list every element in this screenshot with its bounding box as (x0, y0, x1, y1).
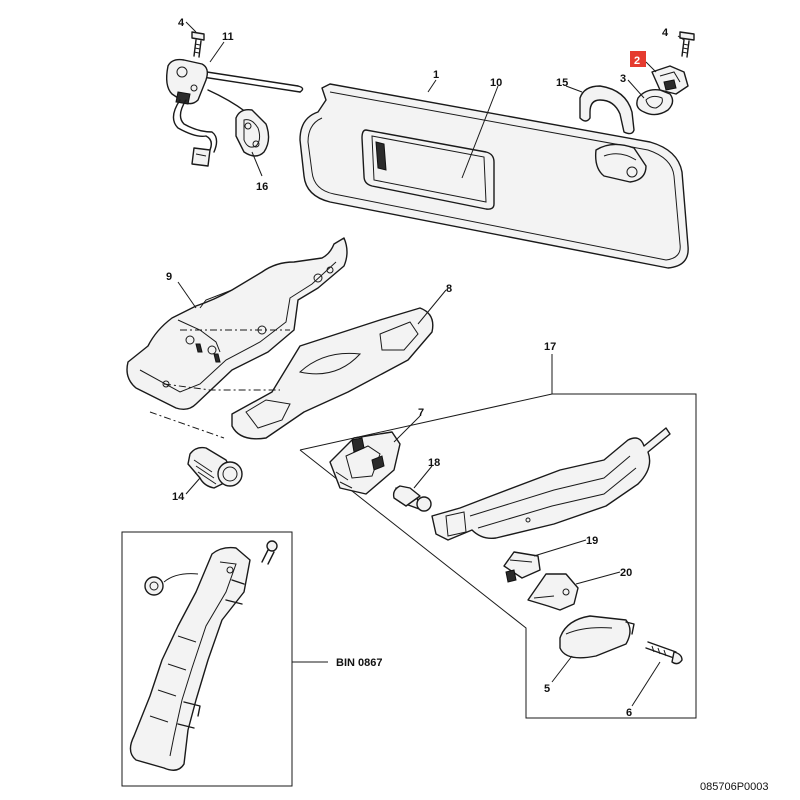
handle-screw-6[interactable] (645, 641, 683, 665)
callout-6[interactable]: 6 (626, 707, 632, 719)
grab-handle[interactable] (431, 427, 671, 541)
callout-10[interactable]: 10 (490, 77, 502, 89)
callouts: 4 11 1 10 15 3 2 4 16 9 8 17 7 18 14 19 … (166, 17, 769, 793)
callout-9[interactable]: 9 (166, 271, 172, 283)
callout-20[interactable]: 20 (620, 567, 632, 579)
visor-retaining-clip[interactable] (579, 85, 635, 135)
bin-nut[interactable] (144, 573, 199, 596)
handle-bush-18[interactable] (392, 485, 432, 512)
callout-4-left[interactable]: 4 (178, 17, 185, 29)
grab-handle-assembly (299, 393, 697, 719)
callout-8[interactable]: 8 (446, 283, 452, 295)
screw-4-left[interactable] (191, 31, 205, 58)
visor-clip-seal-3[interactable] (636, 88, 674, 116)
visor-rod[interactable] (193, 69, 299, 87)
bin-handle-rail[interactable] (129, 546, 251, 771)
handle-bracket-group (126, 237, 434, 440)
callout-11[interactable]: 11 (222, 31, 234, 43)
callout-15[interactable]: 15 (556, 77, 568, 89)
callout-1[interactable]: 1 (433, 69, 439, 81)
bin-label[interactable]: BIN 0867 (336, 657, 382, 669)
sun-visor-group (165, 31, 695, 269)
callout-17[interactable]: 17 (544, 341, 556, 353)
callout-2[interactable]: 2 (634, 55, 640, 67)
highlight-box (630, 51, 646, 67)
bin-box (121, 531, 328, 787)
drawing-reference: 085706P0003 (700, 781, 769, 793)
callout-2-highlight[interactable]: 2 (630, 51, 646, 67)
handle-cover-5[interactable] (559, 615, 635, 659)
handle-screw-14[interactable] (187, 446, 243, 489)
visor-mount-bezel[interactable] (235, 108, 270, 157)
callout-5[interactable]: 5 (544, 683, 550, 695)
handle-bracket-20[interactable] (527, 573, 579, 611)
leader-lines (177, 21, 685, 707)
screw-4-right[interactable] (679, 31, 695, 58)
vanity-mirror[interactable] (361, 129, 495, 210)
callout-14[interactable]: 14 (172, 491, 185, 503)
handle-mounting-pad[interactable] (231, 307, 434, 440)
callout-18[interactable]: 18 (428, 457, 440, 469)
bin-screw[interactable] (261, 540, 278, 565)
visor-wiring-harness (172, 99, 213, 151)
callout-4-right[interactable]: 4 (662, 27, 669, 39)
grab-handle-bracket[interactable] (126, 237, 348, 411)
callout-19[interactable]: 19 (586, 535, 598, 547)
handle-end-cap-7[interactable] (329, 431, 401, 495)
handle-clip-19[interactable] (503, 551, 541, 583)
bin-frame (121, 531, 293, 787)
callout-16[interactable]: 16 (256, 181, 268, 193)
callout-7[interactable]: 7 (418, 407, 424, 419)
callout-3[interactable]: 3 (620, 73, 626, 85)
